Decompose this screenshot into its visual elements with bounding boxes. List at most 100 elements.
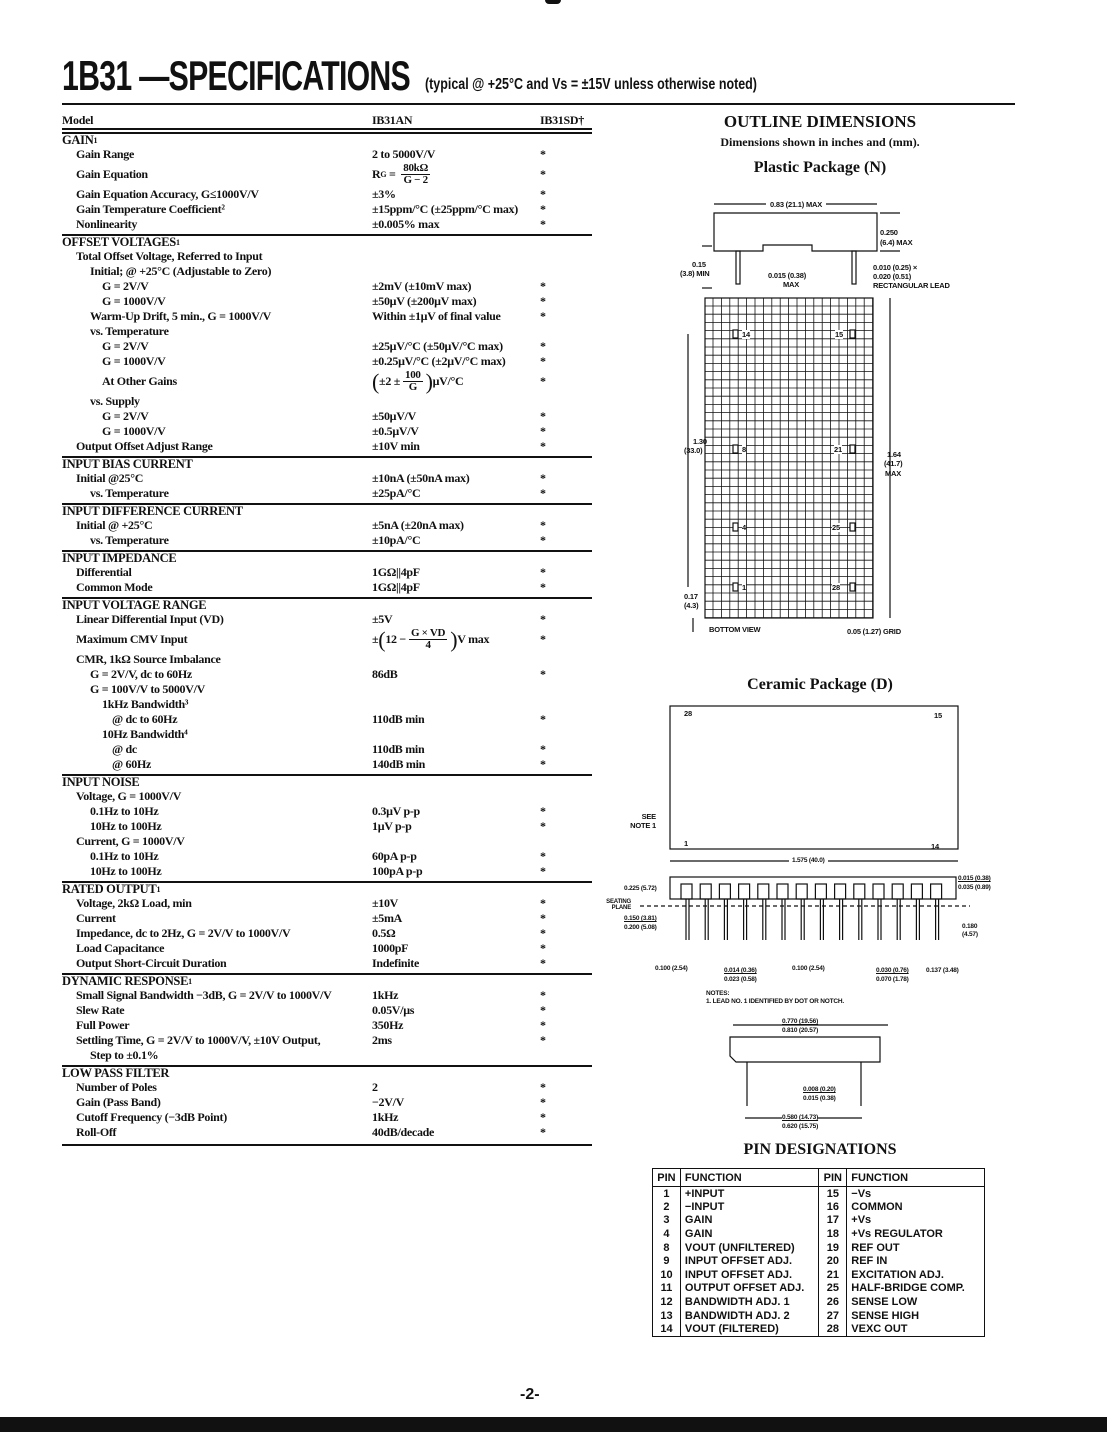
spec-value-ib31sd: * — [540, 667, 546, 681]
spec-value-ib31an: ±15ppm/°C (±25ppm/°C max) — [372, 202, 518, 216]
lead-window — [776, 883, 789, 900]
spec-label: 0.1Hz to 10Hz — [90, 804, 159, 818]
dimension-label: 0.225 (5.72) — [624, 885, 657, 892]
spec-label: vs. Temperature — [90, 486, 169, 500]
spec-label: Gain Equation Accuracy, G≤1000V/V — [76, 187, 259, 201]
page-subtitle: (typical @ +25°C and Vs = ±15V unless ot… — [425, 76, 757, 93]
pin-header: PIN — [652, 1168, 681, 1187]
pin-function: SENSE LOW — [851, 1296, 918, 1309]
spec-value-ib31an: ±0.005% max — [372, 217, 440, 231]
pin-function: COMMON — [851, 1200, 903, 1213]
spec-label: Total Offset Voltage, Referred to Input — [76, 249, 263, 263]
section-title: INPUT DIFFERENCE CURRENT — [62, 504, 243, 518]
pin-number: 15 — [818, 1186, 848, 1201]
spec-value-ib31an: −2V/V — [372, 1095, 405, 1109]
spec-value-ib31an: 0.3μV p-p — [372, 804, 420, 818]
section-title: INPUT VOLTAGE RANGE — [62, 598, 207, 612]
spec-label: @ dc to 60Hz — [112, 712, 178, 726]
spec-value-ib31an: 1GΩ||4pF — [372, 580, 420, 594]
section-title: INPUT IMPEDANCE — [62, 551, 177, 565]
spec-value-ib31an: ±5nA (±20nA max) — [372, 518, 464, 532]
dimension-label: 28 — [832, 583, 840, 592]
spec-value-ib31sd: * — [540, 147, 546, 161]
spec-label: 10Hz Bandwidth⁴ — [102, 727, 188, 741]
spec-label: Nonlinearity — [76, 217, 138, 231]
bottom-view-outline — [704, 297, 874, 619]
numerator: G × VD — [408, 627, 448, 640]
spec-label: 0.1Hz to 10Hz — [90, 849, 159, 863]
pin-number: 13 — [652, 1308, 681, 1323]
pin-number: 20 — [818, 1254, 848, 1269]
lead-window — [757, 883, 770, 900]
pin-function: SENSE HIGH — [851, 1309, 920, 1322]
spec-value-ib31an: ±10pA/°C — [372, 533, 421, 547]
pin-function: HALF-BRIDGE COMP. — [851, 1282, 965, 1295]
spec-row: Linear Differential Input (VD)±5V* — [62, 612, 592, 627]
spec-value-ib31sd: * — [540, 742, 546, 756]
spec-value-ib31an: 60pA p-p — [372, 849, 417, 863]
pin-function: +Vs — [851, 1214, 872, 1227]
dimension-label: 0.100 (2.54) — [792, 965, 825, 972]
spec-value-ib31an: ±10V — [372, 896, 399, 910]
eq-prefix: 12 − — [385, 632, 406, 646]
pin-number: 17 — [818, 1213, 848, 1228]
spec-row: G = 1000V/V±50μV (±200μV max)* — [62, 294, 592, 309]
lead-window — [737, 883, 751, 900]
dimension-label: 1.575 (40.0) — [789, 857, 828, 864]
spec-label: G = 2V/V — [102, 339, 149, 353]
pin-function: VEXC OUT — [851, 1322, 908, 1335]
pin-function: GAIN — [684, 1214, 713, 1227]
spec-label: Gain (Pass Band) — [76, 1095, 161, 1109]
spec-value-ib31sd: * — [540, 471, 546, 485]
spec-value-ib31sd: * — [540, 339, 546, 353]
dimension-label: (6.4) MAX — [880, 238, 913, 247]
footnote-ref: 1 — [93, 136, 98, 145]
eq-prefix: ±2 ± — [379, 374, 401, 388]
dimension-label: 0.580 (14.73) — [782, 1114, 819, 1121]
pin-function: BANDWIDTH ADJ. 1 — [684, 1296, 790, 1309]
spec-value-ib31sd: * — [540, 632, 546, 646]
spec-value-ib31an: Within ±1μV of final value — [372, 309, 501, 323]
spec-row: Voltage, 2kΩ Load, min±10V* — [62, 896, 592, 911]
dimension-label: 0.015 (0.38) — [958, 875, 991, 882]
spec-row: Voltage, G = 1000V/V — [62, 789, 592, 804]
dimension-label: 0.150 (3.81) — [624, 915, 657, 922]
spec-value-ib31an: ±10nA (±50nA max) — [372, 471, 470, 485]
spec-label: vs. Temperature — [90, 533, 169, 547]
spec-label: Step to ±0.1% — [90, 1048, 159, 1062]
section-title: INPUT BIAS CURRENT — [62, 457, 193, 471]
pin-pad — [849, 522, 856, 532]
spec-row: G = 100V/V to 5000V/V — [62, 682, 592, 697]
spec-value-ib31an: 1kHz — [372, 1110, 399, 1124]
dimension-label: 21 — [834, 445, 842, 454]
dimension-label: (33.0) — [684, 446, 703, 455]
spec-value-ib31an: ±0.25μV/°C (±2μV/°C max) — [372, 354, 506, 368]
section-header: INPUT DIFFERENCE CURRENT — [62, 503, 592, 518]
eq-suffix: μV/°C — [432, 374, 464, 388]
section-title: DYNAMIC RESPONSE — [62, 974, 189, 988]
pin-number: 3 — [652, 1213, 681, 1228]
spec-label: G = 100V/V to 5000V/V — [90, 682, 205, 696]
spec-value-ib31an: 1μV p-p — [372, 819, 412, 833]
function-header: FUNCTION — [846, 1168, 985, 1187]
spec-value-ib31sd: * — [540, 409, 546, 423]
pin-function: INPUT OFFSET ADJ. — [684, 1268, 793, 1281]
dimension-label: 1 — [742, 583, 746, 592]
spec-label: Initial @25°C — [76, 471, 144, 485]
dimension-label: 1. LEAD NO. 1 IDENTIFIED BY DOT OR NOTCH… — [706, 998, 844, 1005]
dimension-label: 0.030 (0.76) — [876, 967, 909, 974]
pin-number: 28 — [818, 1322, 848, 1337]
plastic-title: Plastic Package (N) — [753, 159, 887, 176]
denominator: G — [408, 381, 418, 393]
